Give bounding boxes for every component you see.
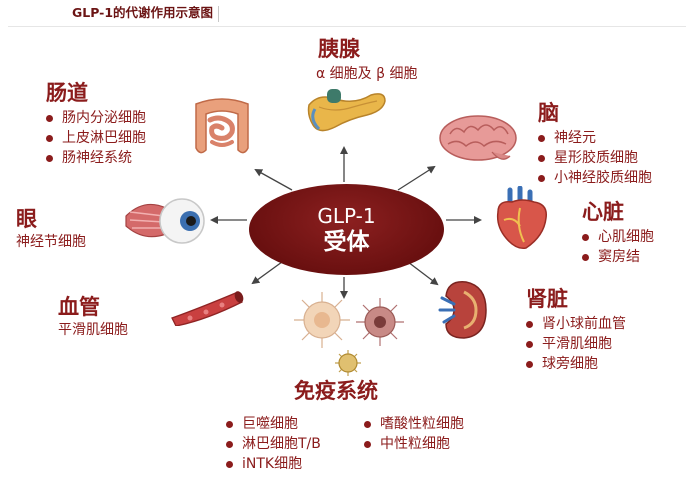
page-title: GLP-1的代谢作用示意图	[72, 5, 214, 20]
eye-icon	[125, 198, 205, 244]
kidney-title: 肾脏	[526, 287, 568, 311]
heart-title: 心脏	[582, 200, 624, 224]
pancreas-icon	[307, 89, 386, 132]
brain-icon	[439, 115, 517, 161]
eye-title: 眼	[16, 207, 37, 231]
immune-title: 免疫系统	[294, 379, 378, 403]
immune-panel: 免疫系统	[294, 378, 378, 404]
list-item: 神经元	[538, 128, 652, 148]
kidney-list: 肾小球前血管 平滑肌细胞 球旁细胞	[526, 314, 626, 374]
kidney-icon	[438, 281, 487, 339]
arrow-to-vessel	[251, 261, 283, 285]
list-item: 小神经胶质细胞	[538, 168, 652, 188]
list-item: 上皮淋巴细胞	[46, 128, 146, 148]
list-item: 中性粒细胞	[364, 434, 464, 454]
list-item: 肾小球前血管	[526, 314, 626, 334]
heart-panel: 心脏 心肌细胞 窦房结	[582, 199, 654, 267]
kidney-panel: 肾脏 肾小球前血管 平滑肌细胞 球旁细胞	[526, 286, 626, 374]
intestine-icon	[195, 98, 249, 154]
list-item: 巨噬细胞	[226, 414, 321, 434]
list-item: 嗜酸性粒细胞	[364, 414, 464, 434]
arrow-to-intestine	[254, 169, 293, 191]
list-item: 平滑肌细胞	[526, 334, 626, 354]
heart-list: 心肌细胞 窦房结	[582, 227, 654, 267]
intestine-panel: 肠道 肠内分泌细胞 上皮淋巴细胞 肠神经系统	[46, 80, 146, 168]
immune-cell-icon	[294, 292, 404, 376]
pancreas-panel: 胰腺	[318, 36, 360, 62]
intestine-list: 肠内分泌细胞 上皮淋巴细胞 肠神经系统	[46, 108, 146, 168]
list-item: 星形胶质细胞	[538, 148, 652, 168]
arrow-to-brain	[397, 165, 436, 191]
immune-list-left: 巨噬细胞 淋巴细胞T/B iNTK细胞	[226, 414, 321, 474]
blood-vessel-icon	[171, 291, 244, 326]
list-item: 肠内分泌细胞	[46, 108, 146, 128]
brain-title: 脑	[538, 101, 559, 125]
pancreas-title: 胰腺	[318, 37, 360, 61]
title-divider	[218, 6, 219, 22]
eye-subtitle: 神经节细胞	[16, 234, 86, 250]
arrow-to-kidney	[407, 261, 439, 286]
immune-list-right: 嗜酸性粒细胞 中性粒细胞	[364, 414, 464, 454]
intestine-title: 肠道	[46, 81, 88, 105]
list-item: iNTK细胞	[226, 454, 321, 474]
list-item: 球旁细胞	[526, 354, 626, 374]
eye-panel: 眼 神经节细胞	[16, 206, 86, 252]
list-item: 心肌细胞	[582, 227, 654, 247]
brain-panel: 脑 神经元 星形胶质细胞 小神经胶质细胞	[538, 100, 652, 188]
center-line2: 受体	[323, 228, 370, 255]
vessel-title: 血管	[58, 295, 100, 319]
list-item: 窦房结	[582, 247, 654, 267]
list-item: 淋巴细胞T/B	[226, 434, 321, 454]
heart-icon	[496, 186, 547, 250]
vessel-panel: 血管 平滑肌细胞	[58, 294, 128, 340]
title-rule	[8, 26, 686, 27]
brain-list: 神经元 星形胶质细胞 小神经胶质细胞	[538, 128, 652, 188]
vessel-subtitle: 平滑肌细胞	[58, 322, 128, 338]
center-line1: GLP-1	[317, 203, 376, 228]
pancreas-subtitle: α 细胞及 β 细胞	[316, 66, 418, 82]
glp1-receptor-node: GLP-1 受体	[249, 184, 444, 275]
list-item: 肠神经系统	[46, 148, 146, 168]
